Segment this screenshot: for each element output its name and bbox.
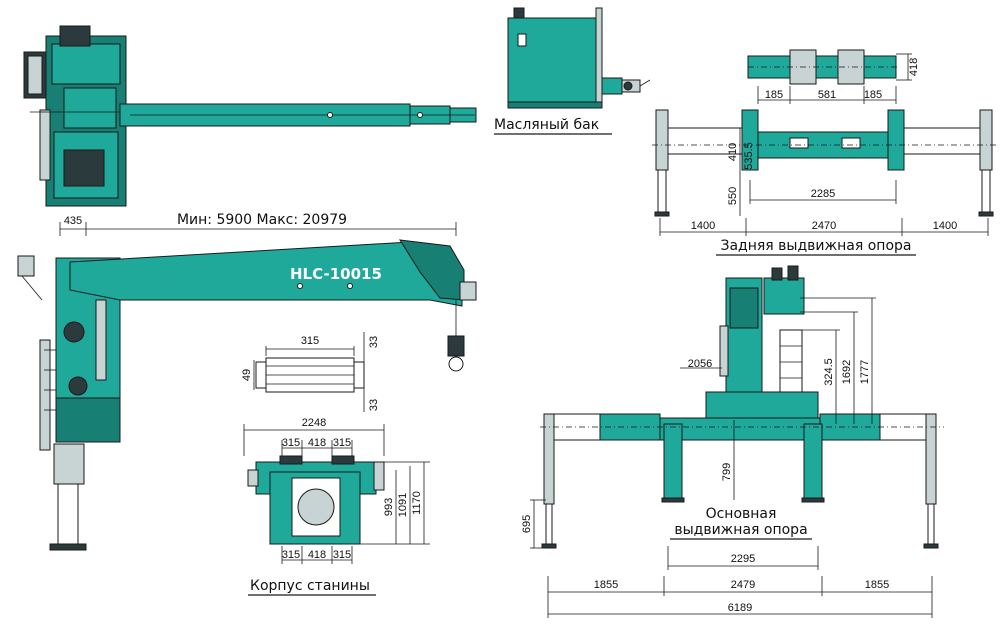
main-outrigger-caption-2: выдвижная опора [674,522,807,538]
boom-offset: 435 [64,215,82,227]
frame-bottom-spacing-mid: 418 [308,549,326,561]
frame-top-spacing-right: 315 [333,437,351,449]
frame-body: 2248 315 418 315 315 418 315 993 1091 11… [243,417,430,596]
frame-overall-width: 2248 [302,417,326,429]
rear-inner-width: 2285 [811,188,835,200]
frame-body-caption: Корпус станины [250,578,370,594]
rear-outrigger-drawing: 418 185 581 185 410 535.5 550 2285 [652,49,996,256]
frame-top-spacing-left: 315 [282,437,300,449]
main-depth: 799 [721,463,733,481]
rear-width-top: 418 [908,58,920,76]
model-label: HLC-10015 [290,265,382,283]
main-column-dim-1: 2056 [688,358,712,370]
rear-vertical-1: 410 [727,143,739,161]
crane-side-view: 435 Мин: 5900 Макс: 20979 HLC-10015 [17,212,477,551]
main-column-dim-3: 1692 [841,360,853,384]
main-outrigger-caption-1: Основная [706,506,777,522]
beam-side-top: 33 [368,336,380,348]
main-outrigger-drawing: 2056 324.5 1692 1777 799 695 Основная вы… [521,265,944,618]
crane-top-view [23,25,477,207]
main-span-right: 1855 [865,579,889,591]
main-span-mid: 2479 [731,579,755,591]
main-column-dim-4: 1777 [859,360,871,384]
main-column-dim-2: 324.5 [823,358,835,386]
frame-height-1: 993 [383,498,395,516]
main-span-left: 1855 [594,579,618,591]
frame-bottom-spacing-left: 315 [282,549,300,561]
main-leg-height: 695 [521,515,533,533]
rear-outrigger-caption: Задняя выдвижная опора [721,238,912,254]
oil-tank: Масляный бак [494,7,651,135]
frame-bottom-spacing-right: 315 [333,549,351,561]
rear-spacing-mid: 581 [818,89,836,101]
beam-width: 315 [301,335,319,347]
beam-section: 315 49 33 33 [241,332,380,412]
oil-tank-caption: Масляный бак [494,117,599,133]
rear-spacing-right: 185 [864,89,882,101]
rear-vertical-3: 550 [727,187,739,205]
frame-height-2: 1091 [397,493,409,517]
rear-span-right: 1400 [933,220,957,232]
main-total-width: 6189 [728,602,752,614]
boom-reach-label: Мин: 5900 Макс: 20979 [177,212,347,228]
rear-span-left: 1400 [691,220,715,232]
beam-side-bottom: 33 [368,399,380,411]
frame-top-spacing-mid: 418 [308,437,326,449]
main-inner-width: 2295 [731,553,755,565]
rear-spacing-left: 185 [765,89,783,101]
rear-span-mid: 2470 [812,220,836,232]
frame-height-3: 1170 [411,491,423,515]
beam-height: 49 [241,369,253,381]
rear-vertical-2: 535.5 [743,142,755,170]
